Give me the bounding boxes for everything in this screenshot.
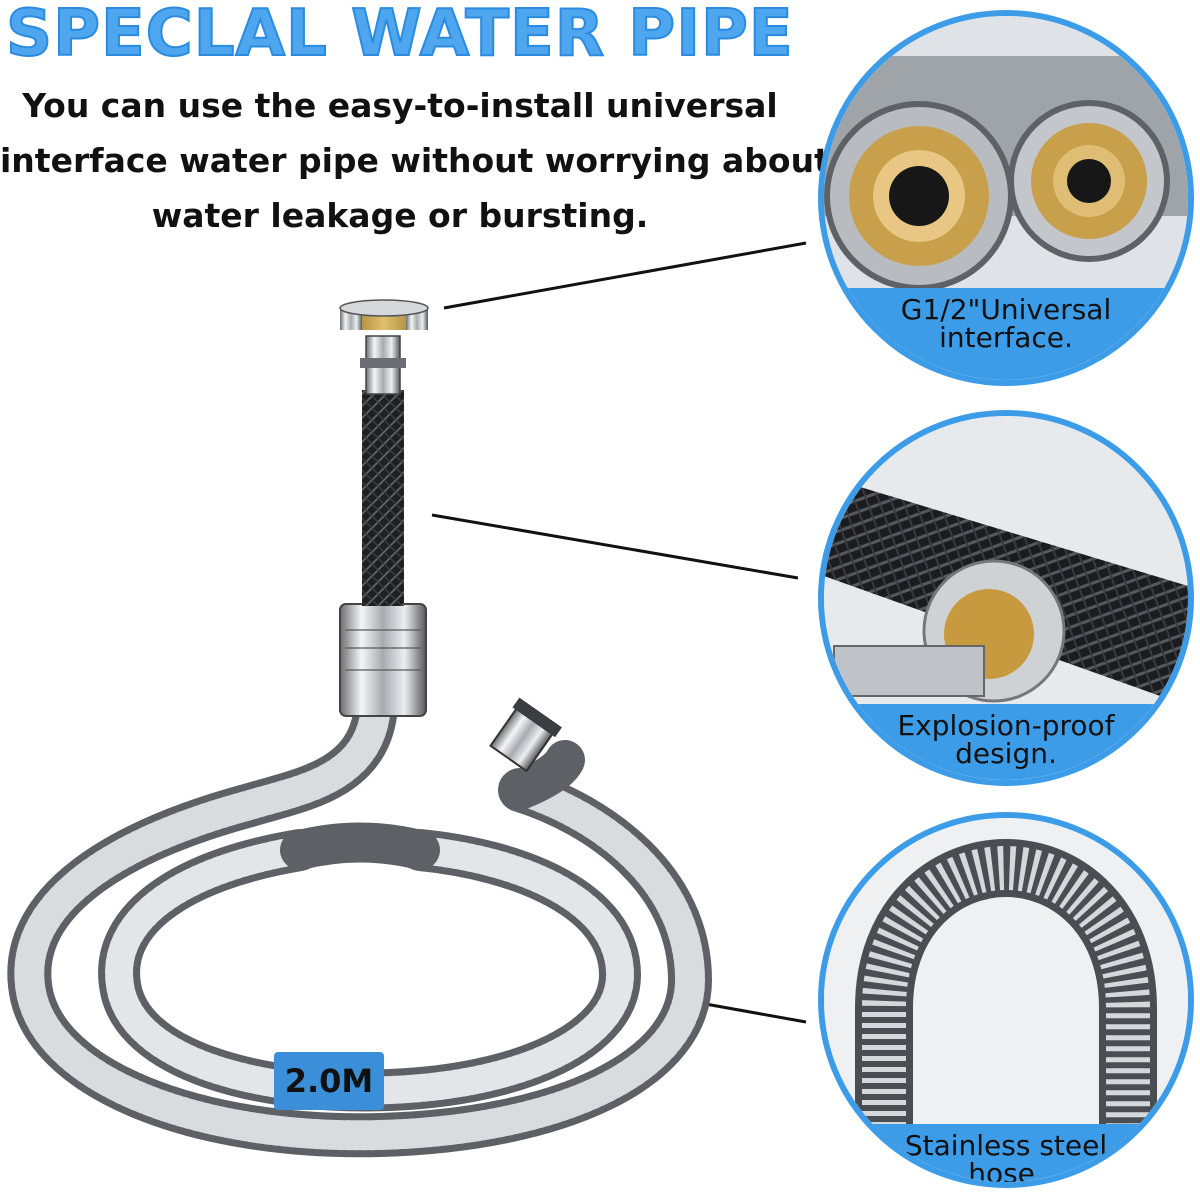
caption-interface: G1/2"Universal interface. xyxy=(824,288,1188,380)
length-badge: 2.0M xyxy=(274,1052,384,1110)
steel-coil-icon xyxy=(824,818,1188,1182)
description-line-2: interface water pipe without worrying ab… xyxy=(0,141,830,180)
caption-stainless-steel: Stainless steel hose. xyxy=(824,1124,1188,1188)
description: You can use the easy-to-install universa… xyxy=(0,78,830,243)
feature-circle-explosion-proof: Explosion-proof design. xyxy=(818,410,1194,786)
hose-product-image xyxy=(7,299,713,1158)
caption-interface-line-1: G1/2"Universal xyxy=(900,293,1112,326)
leader-line-interface xyxy=(443,241,807,310)
leader-line-coil xyxy=(699,1001,807,1024)
caption-explosion-proof: Explosion-proof design. xyxy=(824,704,1188,780)
caption-interface-line-2: interface. xyxy=(939,321,1073,354)
page-title: SPECLAL WATER PIPE xyxy=(5,0,794,72)
caption-explosion-proof-line-2: design. xyxy=(955,737,1057,770)
description-line-3: water leakage or bursting. xyxy=(151,196,649,235)
feature-circle-stainless-steel: Stainless steel hose. xyxy=(818,812,1194,1188)
caption-stainless-steel-line-2: hose. xyxy=(968,1157,1044,1188)
leader-line-braid xyxy=(431,513,799,580)
caption-stainless-steel-line-1: Stainless steel xyxy=(904,1129,1108,1162)
caption-explosion-proof-line-1: Explosion-proof xyxy=(897,709,1115,742)
feature-circle-interface: G1/2"Universal interface. xyxy=(818,10,1194,386)
description-line-1: You can use the easy-to-install universa… xyxy=(22,86,778,125)
